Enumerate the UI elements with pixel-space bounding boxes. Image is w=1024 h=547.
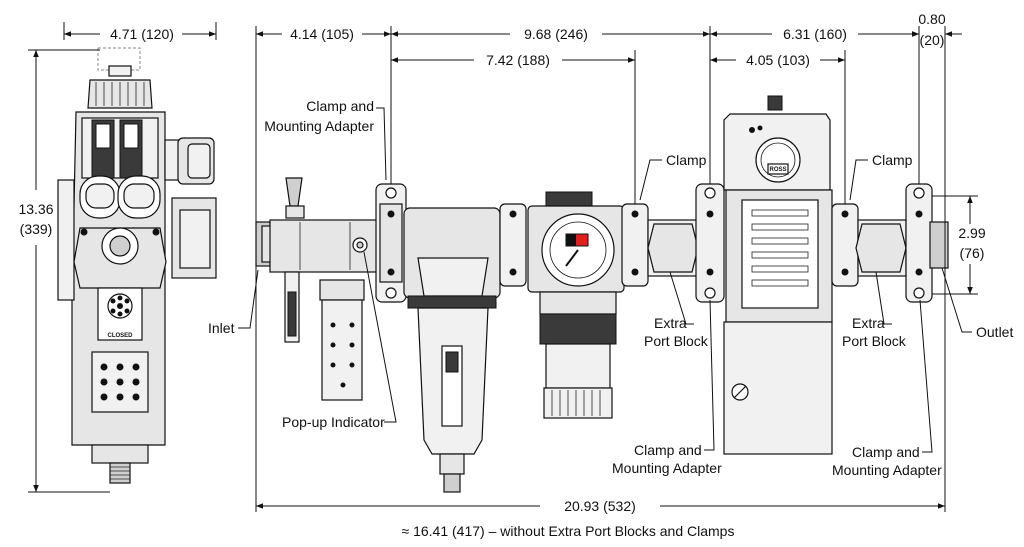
callout-clamp-adapter-2-line2: Mounting Adapter bbox=[612, 460, 722, 476]
callout-extra-port-block-2-line2: Port Block bbox=[842, 333, 907, 349]
regulator-unit bbox=[527, 191, 625, 419]
dim-valve-body: 4.05 (103) bbox=[746, 52, 810, 68]
safety-valve: ROSS bbox=[723, 95, 833, 455]
callout-clamp-2: Clamp bbox=[872, 152, 913, 168]
clamp-4 bbox=[831, 203, 859, 287]
dim-filter-regulator-span: 9.68 (246) bbox=[524, 26, 588, 42]
callout-clamp-adapter-3-line1: Clamp and bbox=[852, 444, 920, 460]
side-view: CLOSED bbox=[57, 47, 217, 484]
dim-port-height-mm: (76) bbox=[960, 245, 985, 261]
front-assembly: ROSS bbox=[255, 95, 949, 493]
callout-popup-indicator: Pop-up Indicator bbox=[282, 414, 385, 430]
callout-clamp-1: Clamp bbox=[666, 152, 707, 168]
callout-outlet: Outlet bbox=[976, 324, 1013, 340]
filter-unit bbox=[403, 207, 501, 493]
dim-height-in: 13.36 bbox=[18, 201, 53, 217]
gauge-logo: ROSS bbox=[769, 167, 786, 173]
callout-extra-port-block-1-line2: Port Block bbox=[644, 333, 709, 349]
front-dims: 4.14 (105) 9.68 (246) 7.42 (188) 6.31 (1… bbox=[255, 11, 986, 539]
dim-overall-length: 20.93 (532) bbox=[564, 498, 636, 514]
clamp-2 bbox=[499, 203, 527, 287]
callout-clamp-adapter-1-line1: Clamp and bbox=[306, 98, 374, 114]
extra-port-block-1 bbox=[647, 219, 699, 277]
callout-extra-port-block-2-line1: Extra bbox=[852, 315, 885, 331]
clamp-3 bbox=[621, 203, 649, 287]
extra-port-block-2 bbox=[855, 219, 907, 277]
dim-outlet-block-mm: (20) bbox=[920, 32, 945, 48]
clamp-adapter-3 bbox=[905, 183, 949, 303]
callout-clamp-adapter-2-line1: Clamp and bbox=[634, 442, 702, 458]
lockout-valve bbox=[255, 177, 379, 401]
dim-port-height-in: 2.99 bbox=[958, 225, 985, 241]
footnote: ≈ 16.41 (417) – without Extra Port Block… bbox=[402, 523, 735, 539]
dim-inlet-section: 4.14 (105) bbox=[290, 26, 354, 42]
clamp-adapter-2 bbox=[695, 183, 725, 303]
dim-valve-span: 6.31 (160) bbox=[783, 26, 847, 42]
callout-inlet: Inlet bbox=[208, 320, 235, 336]
side-dims: 4.71 (120) 13.36 (339) bbox=[18, 22, 217, 493]
clamp-adapter-1 bbox=[375, 183, 407, 303]
dim-filter-span: 7.42 (188) bbox=[486, 52, 550, 68]
callout-clamp-adapter-3-line2: Mounting Adapter bbox=[832, 462, 942, 478]
callouts: Clamp and Mounting Adapter Clamp Clamp I… bbox=[208, 98, 1013, 478]
callout-clamp-adapter-1-line2: Mounting Adapter bbox=[264, 118, 374, 134]
lockout-label: CLOSED bbox=[107, 333, 133, 339]
dim-outlet-block-in: 0.80 bbox=[918, 11, 945, 27]
dim-side-width: 4.71 (120) bbox=[110, 26, 174, 42]
callout-extra-port-block-1-line1: Extra bbox=[654, 315, 687, 331]
dim-height-mm: (339) bbox=[20, 221, 53, 237]
